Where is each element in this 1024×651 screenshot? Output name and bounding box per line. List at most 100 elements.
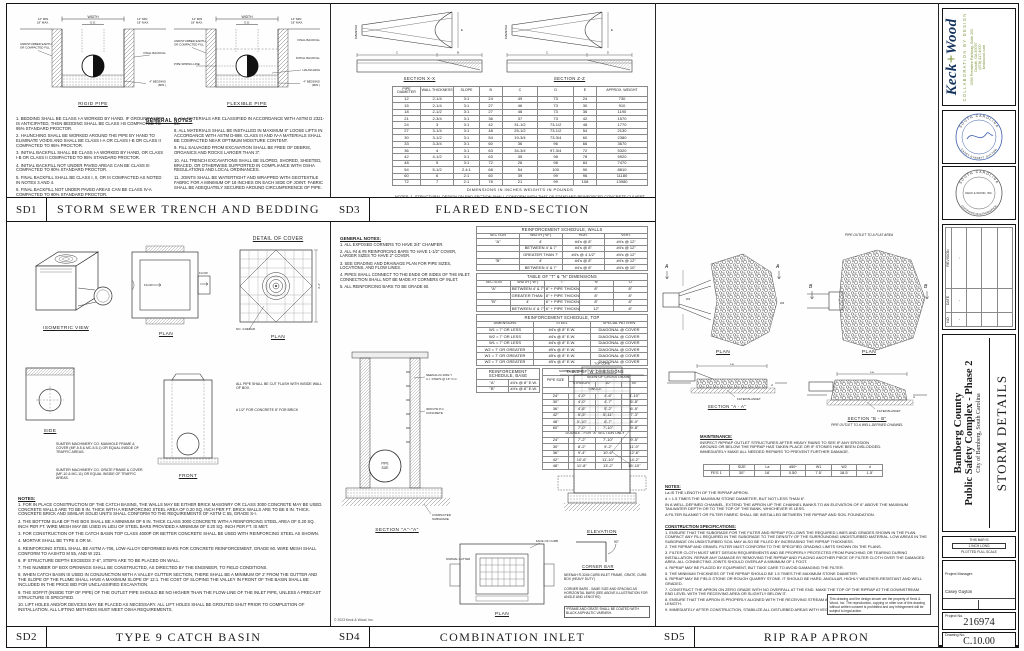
label-corner-bars: CORNER BARS - SAME SIZE AND SPACING AS H…: [564, 587, 648, 599]
cell: 8": [612, 298, 649, 307]
cell: 15'-10": [620, 462, 649, 470]
detail-title: STORM SEWER TRENCH AND BEDDING: [57, 202, 320, 216]
note-item: 5. ALL REINFORCING BARS TO BE GRADE 60.: [340, 284, 430, 290]
table-row: 42"10'-6"11'-10"14'-2": [541, 456, 649, 464]
label-flow: FLOW: [199, 271, 208, 275]
table-row: 30"8'-2"9'-2"11'-0": [541, 443, 649, 451]
spec-item: 3. FILTER CLOTH MUST MEET DESIGN REQUIRE…: [665, 550, 925, 565]
drawing-number: C.10.00: [963, 636, 995, 648]
cell: 910: [595, 102, 649, 110]
note-item: 2. ALL #4 & #5 REINFORCING BARS TO HAVE …: [340, 248, 457, 259]
caption-flexible-pipe: FLEXIBLE PIPE: [227, 102, 267, 107]
col-header: APPROX. WEIGHT: [595, 86, 649, 97]
col-header: SLOPE: [453, 86, 480, 97]
project-title-rotated: Bamberg County Public Safety Complex - P…: [945, 338, 1013, 528]
cell: #4's @ 10": [604, 263, 648, 272]
caption-cover-plan: PLAN: [270, 335, 286, 340]
cell: 5'-8": [620, 398, 649, 407]
cell: [475, 304, 512, 313]
spec-item: 8. ENSURE THAT THE APRON IS PROPERLY ALI…: [665, 596, 917, 607]
spec-item: 5. THE MINIMUM THICKNESS OF THE RIPRAP S…: [665, 570, 858, 576]
catch-basin-front-view: [157, 373, 219, 465]
dim-c: C: [396, 51, 398, 55]
caption-section-x: SECTION X-X: [403, 76, 436, 81]
cell: DIAGONAL @ COVER: [590, 339, 648, 348]
cell: 9'-5": [620, 436, 649, 445]
flared-end-dimension-table-wrap: PIPE DIAMETER WALL THICKNESS SLOPE B C D…: [391, 86, 649, 197]
note-item: A FILTER BLANKET OR FILTER FABRIC SHALL …: [665, 512, 875, 518]
label-undisturbed: OR COMPACTED FILL: [20, 46, 50, 50]
cell: -: [951, 227, 967, 289]
svg-text:SOUTH CAROLINA: SOUTH CAROLINA: [958, 114, 999, 129]
scale-bar-text: THIS BAR IS: [969, 538, 989, 542]
table-row: W1 = 7' OR LESS#4's @ 8" E.W.DIAGONAL @ …: [476, 339, 648, 348]
dim-e: E: [611, 28, 613, 32]
logo-plus: +: [944, 54, 960, 64]
cell: -: [951, 312, 967, 327]
divider-titleblock: [938, 3, 939, 648]
notes-heading: NOTES:: [18, 496, 36, 501]
label-bedding: (MIN.): [312, 83, 320, 87]
cell: "B": [475, 298, 512, 307]
logo-tagline: COLLABORATION BY DESIGN: [962, 12, 967, 102]
revisions-box: NO. DATE REVISION ---: [942, 224, 1016, 330]
engineer-seal: SOUTH CAROLINA CASEY EVERETT GUYTON: [955, 113, 1003, 161]
dim-max: 18" MAX.: [191, 21, 203, 25]
dim-width: WIDTH: [241, 15, 253, 19]
trench-rigid-pipe-diagram: WIDTH O.D. 12" MIN. 18" MAX. 12" MIN. 18…: [20, 15, 167, 88]
dim-od: O.D.: [244, 20, 250, 24]
label-face-of-curb: FACE OF CURB: [536, 539, 558, 543]
caption-rigid-pipe: RIGID PIPE: [78, 102, 108, 107]
cell: 27: [478, 108, 503, 117]
note-item: 1. FOR IN PLACE CONSTRUCTION OF THE CATC…: [18, 501, 323, 517]
spec-item: 2. THE RIPRAP AND GRAVEL FILTER MUST CON…: [665, 544, 882, 550]
table-row: GREATER THAN 7'8" + PIPE THICKNESS8"8": [475, 292, 649, 300]
seal-company: KECK & WOOD, INC.: [965, 191, 992, 195]
cell: 7'-3": [620, 411, 649, 420]
label-concrete: CONCRETE: [426, 411, 443, 415]
cell: 0.50': [779, 469, 807, 478]
copyright-note: © 2023 Keck & Wood, Inc.: [334, 618, 374, 622]
detail-id: SD5: [655, 627, 695, 647]
cell: 8": [612, 304, 649, 313]
dim-la: La: [870, 370, 874, 374]
dim-min: 12" MIN.: [137, 17, 148, 21]
dim-d: d: [771, 383, 773, 387]
catch-basin-side-view: [25, 367, 75, 421]
spec-item: 4. RIPRAP MAY BE PLACED BY EQUIPMENT, BU…: [665, 564, 844, 570]
cell: 2-1/4: [420, 95, 455, 104]
label-haunching: HAUNCHING: [302, 68, 320, 72]
drawing-info-box: Project Manager: Casey Guyton Drawn By: …: [942, 560, 1016, 610]
label-subgrade: COMPACTED: [432, 513, 452, 517]
cell: 7: [420, 178, 455, 187]
cell: DIAGONAL @ COVER: [590, 358, 648, 367]
ownership-disclaimer: This drawing and the design shown are th…: [827, 594, 931, 616]
table-row: "B"#4's @ 8" E.W.: [476, 385, 540, 394]
note-item: d = 1.5 TIMES THE MAXIMUM STONE DIAMETER…: [665, 495, 806, 501]
table-row: "B"4'6" + PIPE THICKNESS8"8": [475, 298, 649, 307]
seal-state: SOUTH CAROLINA: [958, 170, 999, 185]
cell: 21: [501, 178, 539, 187]
label-spring-line: PIPE SPRING LINE: [174, 62, 200, 66]
table-row: GREATER THAN 7'#4's @ 4 1/2"#4's @ 12": [476, 251, 648, 259]
note-item: 9. FILL SALVAGED FROM EXCAVATION SHALL B…: [174, 145, 311, 156]
detail-id: SD1: [7, 198, 47, 221]
note-item: La IS THE LENGTH OF THE RIPRAP APRON.: [665, 489, 749, 495]
table-caption: DIMENSIONS IN INCHES WEIGHTS IN POUNDS: [466, 187, 574, 193]
label-diameter: DIAMETER: [354, 25, 358, 39]
cell: 8" + PIPE THICKNESS: [544, 292, 580, 300]
general-notes-heading-wrap: GENERAL NOTES: [8, 109, 330, 127]
cell: 13980: [595, 178, 649, 187]
logo-text: Keck: [944, 63, 960, 96]
flared-end-plan-x: DIAMETER E C B: [354, 11, 483, 73]
strip-sd3: SD3 FLARED END-SECTION: [330, 197, 655, 222]
label-initial-backfill: INITIAL BACKFILL: [296, 56, 321, 60]
seal-signature: [966, 132, 994, 140]
panel-sd3-flared-end: DIAMETER E C B SECTION X-X DIAMETER E C: [330, 4, 655, 197]
label-diameter: DIAMETER: [504, 25, 508, 39]
label-top-curb: TOP CURB: [594, 362, 609, 366]
